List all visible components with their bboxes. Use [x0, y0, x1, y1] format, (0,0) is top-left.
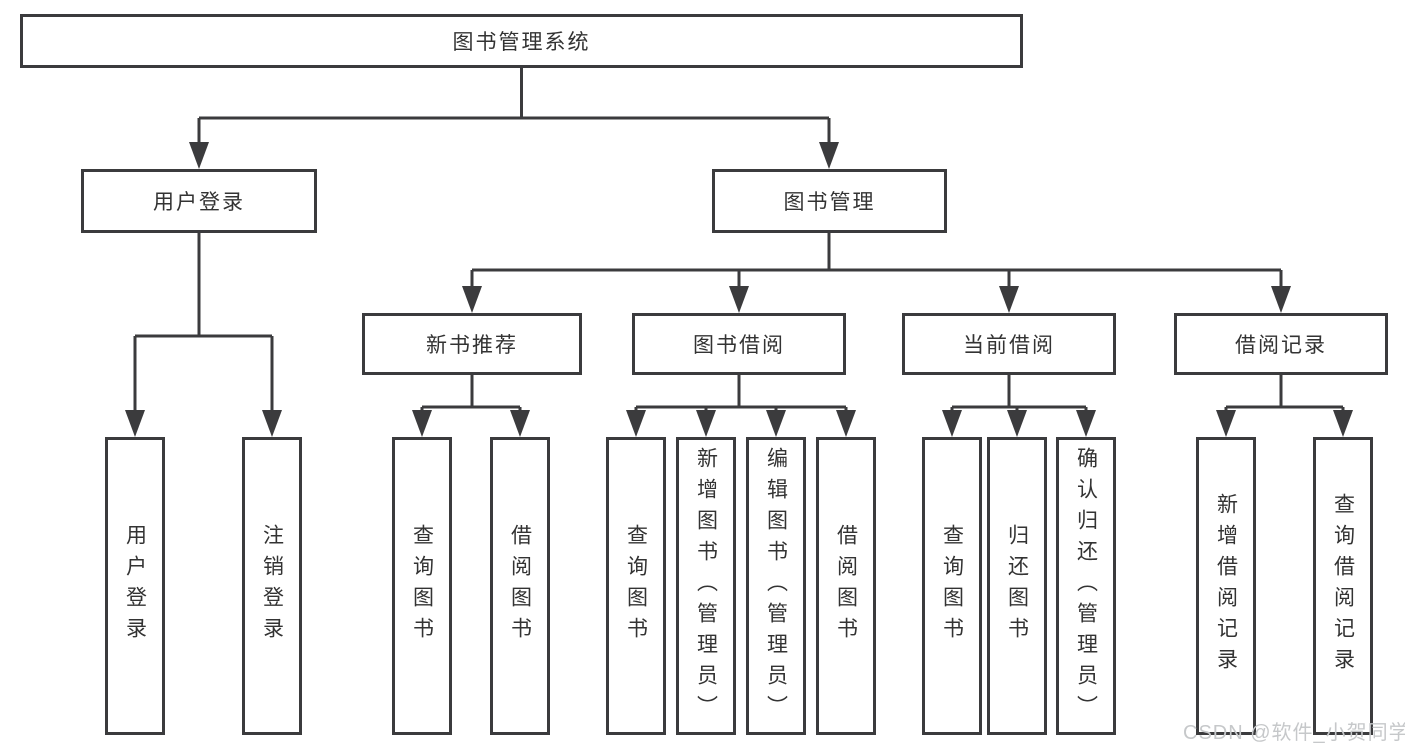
node-label: 新增图书（管理员） — [694, 446, 718, 726]
node-label: 归还图书 — [1005, 524, 1029, 648]
node-leaf-confirm-return-admin: 确认归还（管理员） — [1056, 437, 1116, 735]
node-leaf-edit-books-admin: 编辑图书（管理员） — [746, 437, 806, 735]
node-label: 借阅图书 — [834, 524, 858, 648]
node-label: 当前借阅 — [963, 334, 1055, 357]
node-label: 注销登录 — [260, 524, 284, 648]
node-leaf-borrow-books-recommend: 借阅图书 — [490, 437, 550, 735]
node-label: 用户登录 — [153, 191, 245, 214]
node-label: 用户登录 — [123, 524, 147, 648]
node-leaf-query-books-current: 查询图书 — [922, 437, 982, 735]
node-label: 编辑图书（管理员） — [764, 446, 788, 726]
node-leaf-borrow-books: 借阅图书 — [816, 437, 876, 735]
node-leaf-add-books-admin: 新增图书（管理员） — [676, 437, 736, 735]
node-label: 借阅记录 — [1235, 334, 1327, 357]
node-label: 查询图书 — [940, 524, 964, 648]
node-label: 图书管理系统 — [452, 31, 591, 54]
node-leaf-query-books-recommend: 查询图书 — [392, 437, 452, 735]
node-leaf-query-books-borrow: 查询图书 — [606, 437, 666, 735]
csdn-watermark: CSDN @软件_小贺同学 — [1183, 722, 1405, 744]
node-leaf-add-borrow-record: 新增借阅记录 — [1196, 437, 1256, 735]
node-label: 查询图书 — [624, 524, 648, 648]
node-label: 图书管理 — [783, 191, 876, 214]
node-borrow-records: 借阅记录 — [1174, 313, 1388, 375]
node-label: 借阅图书 — [508, 524, 532, 648]
node-label: 确认归还（管理员） — [1074, 446, 1098, 726]
node-current-borrow: 当前借阅 — [902, 313, 1116, 375]
node-leaf-query-borrow-record: 查询借阅记录 — [1313, 437, 1373, 735]
arrowheads — [125, 142, 1353, 437]
node-user-login: 用户登录 — [81, 169, 317, 233]
node-book-borrow: 图书借阅 — [632, 313, 846, 375]
node-library-system: 图书管理系统 — [20, 14, 1023, 68]
node-new-book-recommend: 新书推荐 — [362, 313, 582, 375]
node-label: 查询图书 — [410, 524, 434, 648]
node-label: 图书借阅 — [693, 334, 785, 357]
node-book-management: 图书管理 — [712, 169, 947, 233]
node-leaf-user-login: 用户登录 — [105, 437, 165, 735]
node-leaf-logout: 注销登录 — [242, 437, 302, 735]
node-label: 查询借阅记录 — [1331, 493, 1355, 679]
node-label: 新增借阅记录 — [1214, 493, 1238, 679]
node-label: 新书推荐 — [426, 334, 518, 357]
node-leaf-return-books: 归还图书 — [987, 437, 1047, 735]
